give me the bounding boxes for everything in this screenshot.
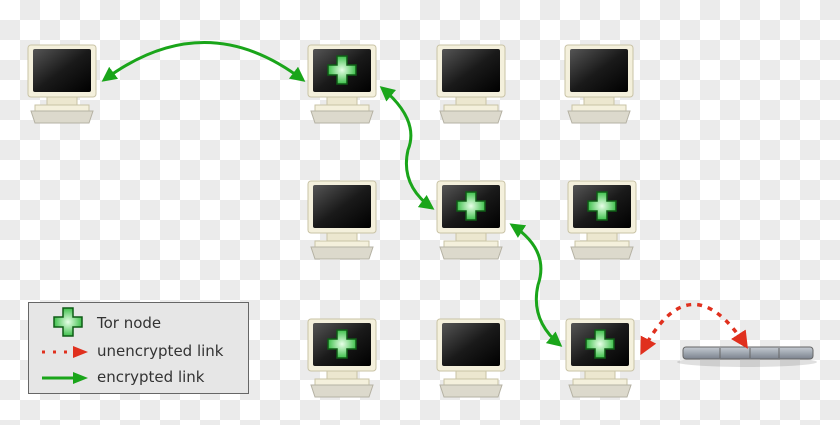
green-arrow-icon: [42, 372, 88, 384]
computer: [436, 44, 506, 124]
tor-node-computer: [436, 180, 506, 260]
encrypted-link: [509, 223, 563, 347]
destination-server: [677, 346, 817, 367]
client-computer: [27, 44, 97, 124]
legend: Tor node unencrypted link encrypted link: [28, 302, 249, 394]
tor-node-computer: [307, 318, 377, 398]
computer: [564, 44, 634, 124]
legend-label-unencrypted: unencrypted link: [97, 342, 224, 360]
tor-node-computer: [307, 44, 377, 124]
legend-label-tor-node: Tor node: [96, 314, 161, 332]
tor-node-computer: [567, 180, 637, 260]
computer: [436, 318, 506, 398]
encrypted-link: [101, 41, 306, 82]
tor-node-computer: [565, 318, 635, 398]
red-dotted-arrow-icon: [42, 346, 88, 358]
unencrypted-link: [640, 302, 748, 356]
encrypted-link: [379, 86, 435, 210]
legend-label-encrypted: encrypted link: [97, 368, 205, 386]
computer: [307, 180, 377, 260]
